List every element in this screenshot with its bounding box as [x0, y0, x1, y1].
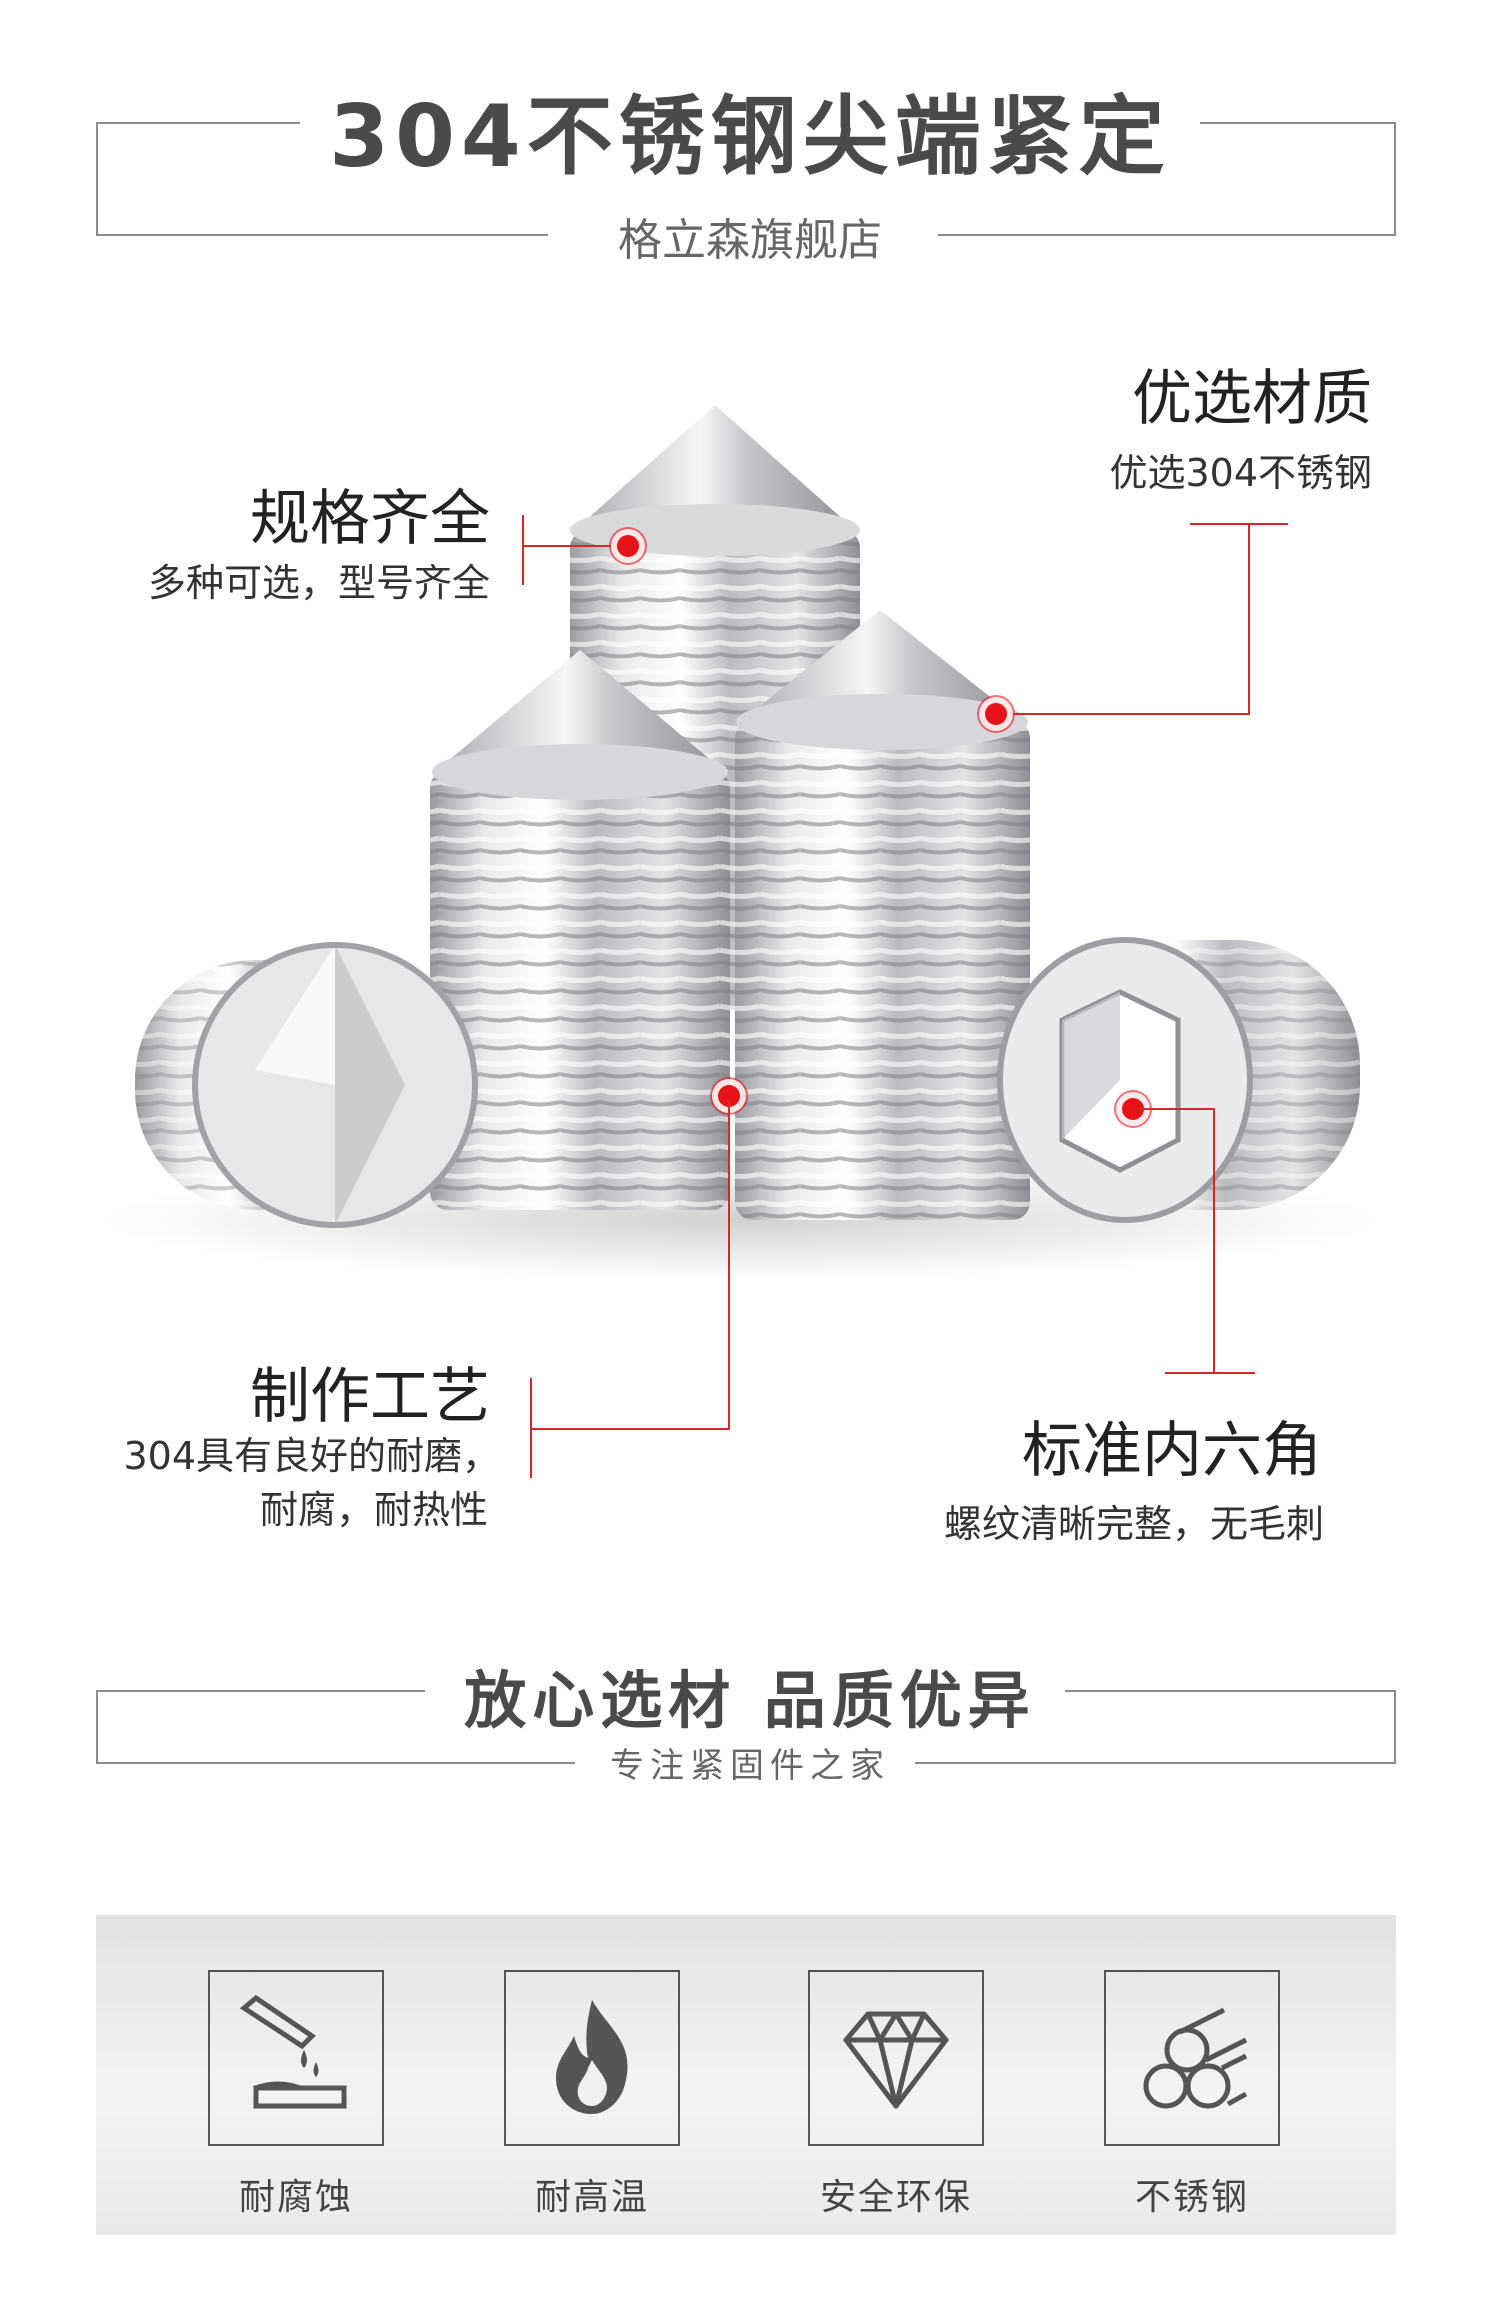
feature-heat: 耐高温: [504, 1970, 680, 2220]
features-panel: 耐腐蚀 耐高温 安全环保: [96, 1915, 1396, 2235]
marker-material: [985, 703, 1007, 725]
flame-icon: [504, 1970, 680, 2146]
feature-corrosion: 耐腐蚀: [208, 1970, 384, 2220]
annotation-craft-title: 制作工艺: [250, 1362, 490, 1432]
marker-specs: [617, 535, 639, 557]
steel-bars-icon: [1104, 1970, 1280, 2146]
section2-subtitle: 专注紧固件之家: [610, 1746, 890, 1786]
marker-hex: [1122, 1098, 1144, 1120]
tall-screw-right: [735, 610, 1030, 1220]
annotation-specs-title: 规格齐全: [250, 484, 490, 554]
page-title: 304不锈钢尖端紧定: [329, 87, 1171, 187]
feature-label: 耐高温: [534, 2177, 649, 2218]
annotation-craft-desc-2: 耐腐，耐热性: [259, 1488, 488, 1532]
feature-label: 不锈钢: [1134, 2177, 1249, 2218]
annotation-hex-desc: 螺纹清晰完整，无毛刺: [943, 1502, 1324, 1546]
annotation-material-desc: 优选304不锈钢: [1109, 451, 1372, 495]
mid-screw-left: [430, 650, 730, 1210]
section2-title: 放心选材 品质优异: [464, 1664, 1036, 1737]
annotation-material-title: 优选材质: [1132, 364, 1372, 434]
marker-craft: [718, 1085, 740, 1107]
diamond-icon: [808, 1970, 984, 2146]
feature-label: 安全环保: [819, 2177, 972, 2218]
feature-stainless: 不锈钢: [1104, 1970, 1280, 2220]
corrosion-icon: [208, 1970, 384, 2146]
annotation-specs-desc: 多种可选，型号齐全: [147, 561, 490, 605]
feature-label: 耐腐蚀: [238, 2177, 353, 2218]
annotation-craft-desc-1: 304具有良好的耐磨，: [123, 1434, 500, 1478]
annotation-hex-title: 标准内六角: [1022, 1416, 1322, 1486]
feature-eco: 安全环保: [808, 1970, 984, 2220]
store-name: 格立森旗舰店: [618, 215, 882, 266]
lying-screw-right: [997, 937, 1360, 1223]
lying-screw-left: [135, 942, 478, 1228]
set-screws-image: [100, 405, 1380, 1280]
